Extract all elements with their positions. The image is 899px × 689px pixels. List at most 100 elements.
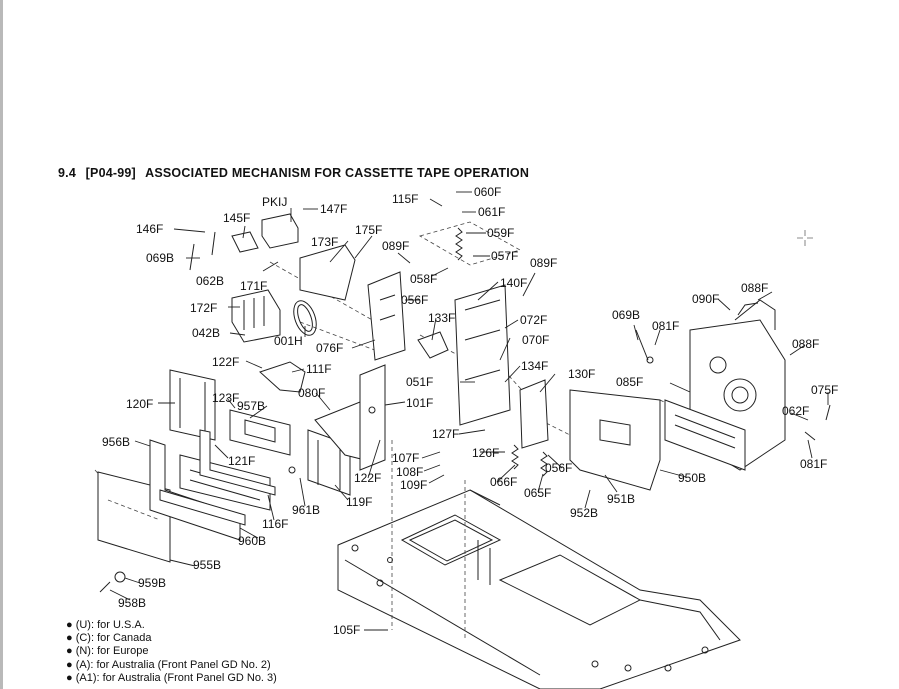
part-label-075f: 075F xyxy=(811,383,838,397)
part-label-062f: 062F xyxy=(782,404,809,418)
part-label-051f: 051F xyxy=(406,375,433,389)
chassis-base xyxy=(337,489,741,689)
section-title: 9.4 [P04-99] ASSOCIATED MECHANISM FOR CA… xyxy=(58,166,535,180)
part-label-961b: 961B xyxy=(292,503,320,517)
plate-173f xyxy=(299,244,356,301)
part-label-121f: 121F xyxy=(228,454,255,468)
part-label-101f: 101F xyxy=(406,396,433,410)
part-label-146f: 146F xyxy=(136,222,163,236)
part-label-171f: 171F xyxy=(240,279,267,293)
part-label-957b: 957B xyxy=(237,399,265,413)
part-label-072f: 072F xyxy=(520,313,547,327)
part-label-952b: 952B xyxy=(570,506,598,520)
deck-mechanism xyxy=(664,299,786,471)
part-label-080f: 080F xyxy=(298,386,325,400)
part-label-120f: 120F xyxy=(126,397,153,411)
plate-957b xyxy=(229,409,291,456)
part-label-056f-a: 056F xyxy=(401,293,428,307)
region-legend: ● (U): for U.S.A. ● (C): for Canada ● (N… xyxy=(66,619,277,685)
section-number: 9.4 xyxy=(58,166,76,180)
part-label-127f: 127F xyxy=(432,427,459,441)
legend-item: ● (U): for U.S.A. xyxy=(66,619,145,631)
part-label-108f: 108F xyxy=(396,465,423,479)
part-label-122f-a: 122F xyxy=(212,355,239,369)
part-label-089f-b: 089F xyxy=(530,256,557,270)
part-label-088f-a: 088F xyxy=(741,281,768,295)
part-label-061f: 061F xyxy=(478,205,505,219)
part-label-111f: 111F xyxy=(306,362,332,376)
part-label-069b-right: 069B xyxy=(612,308,640,322)
part-label-070f: 070F xyxy=(522,333,549,347)
part-label-126f: 126F xyxy=(472,446,499,460)
part-label-089f-a: 089F xyxy=(382,239,409,253)
holder-120f xyxy=(169,369,216,441)
part-label-175f: 175F xyxy=(355,223,382,237)
solenoid-172f xyxy=(231,289,281,343)
legend-item: ● (N): for Europe xyxy=(66,645,149,658)
part-label-145f: 145F xyxy=(223,211,250,225)
part-label-959b: 959B xyxy=(138,576,166,590)
bracket-121f xyxy=(199,429,276,496)
motor-belt-088f xyxy=(737,302,759,316)
part-labels: PKIJ 147F 146F 145F 173F 175F 069B 062B … xyxy=(102,185,838,637)
part-label-066f: 066F xyxy=(490,475,517,489)
part-label-950b: 950B xyxy=(678,471,706,485)
part-label-115f: 115F xyxy=(392,192,418,206)
part-label-069b-left: 069B xyxy=(146,251,174,265)
registration-mark xyxy=(797,230,813,246)
part-label-065f: 065F xyxy=(524,486,551,500)
part-label-081f-b: 081F xyxy=(800,457,827,471)
part-label-058f: 058F xyxy=(410,272,437,286)
part-label-105f: 105F xyxy=(333,623,360,637)
plate-130f xyxy=(519,379,549,449)
section-code: [P04-99] xyxy=(85,166,136,180)
frame-140f xyxy=(454,284,511,426)
bracket-145f xyxy=(231,231,259,253)
part-label-173f: 173F xyxy=(311,235,338,249)
legend-item: ● (A1): for Australia (Front Panel GD No… xyxy=(66,671,277,684)
screws xyxy=(99,231,831,593)
part-label-076f: 076F xyxy=(316,341,343,355)
part-label-122f-b: 122F xyxy=(354,471,381,485)
springs-065f-066f xyxy=(511,444,548,477)
part-label-130f: 130F xyxy=(568,367,595,381)
part-label-057f: 057F xyxy=(491,249,518,263)
part-label-060f: 060F xyxy=(474,185,501,199)
leader-lines xyxy=(109,191,829,631)
part-label-001h: 001H xyxy=(274,334,303,348)
part-label-090f: 090F xyxy=(692,292,719,306)
part-label-107f: 107F xyxy=(392,451,419,465)
plate-076f xyxy=(367,271,406,361)
part-label-956b: 956B xyxy=(102,435,130,449)
part-label-059f: 059F xyxy=(487,226,514,240)
part-label-955b: 955B xyxy=(193,558,221,572)
part-label-109f: 109F xyxy=(400,478,427,492)
section-heading: ASSOCIATED MECHANISM FOR CASSETTE TAPE O… xyxy=(145,166,530,180)
part-label-958b: 958B xyxy=(118,596,146,610)
part-label-960b: 960B xyxy=(238,534,266,548)
part-label-134f: 134F xyxy=(521,359,548,373)
spring-059f xyxy=(455,227,463,261)
part-label-119f: 119F xyxy=(346,495,372,509)
part-label-951b: 951B xyxy=(607,492,635,506)
part-label-088f-b: 088F xyxy=(792,337,819,351)
part-label-pkij: PKIJ xyxy=(262,195,287,209)
part-label-133f: 133F xyxy=(428,311,455,325)
part-label-042b: 042B xyxy=(192,326,220,340)
lever-111f xyxy=(259,361,306,393)
part-label-062b: 062B xyxy=(196,274,224,288)
chassis-085f xyxy=(569,389,661,491)
plate-101f xyxy=(359,364,386,471)
page-edge-rule xyxy=(0,0,3,689)
part-label-116f: 116F xyxy=(262,517,288,531)
part-label-123f: 123F xyxy=(212,391,239,405)
switch-pkij xyxy=(261,213,299,249)
belt-001h xyxy=(293,300,317,336)
part-label-085f: 085F xyxy=(616,375,643,389)
legend-item: ● (A): for Australia (Front Panel GD No.… xyxy=(66,658,271,671)
part-label-056f-b: 056F xyxy=(545,461,572,475)
legend-item: ● (C): for Canada xyxy=(66,632,152,645)
part-label-147f: 147F xyxy=(320,202,347,216)
part-label-140f: 140F xyxy=(500,276,527,290)
